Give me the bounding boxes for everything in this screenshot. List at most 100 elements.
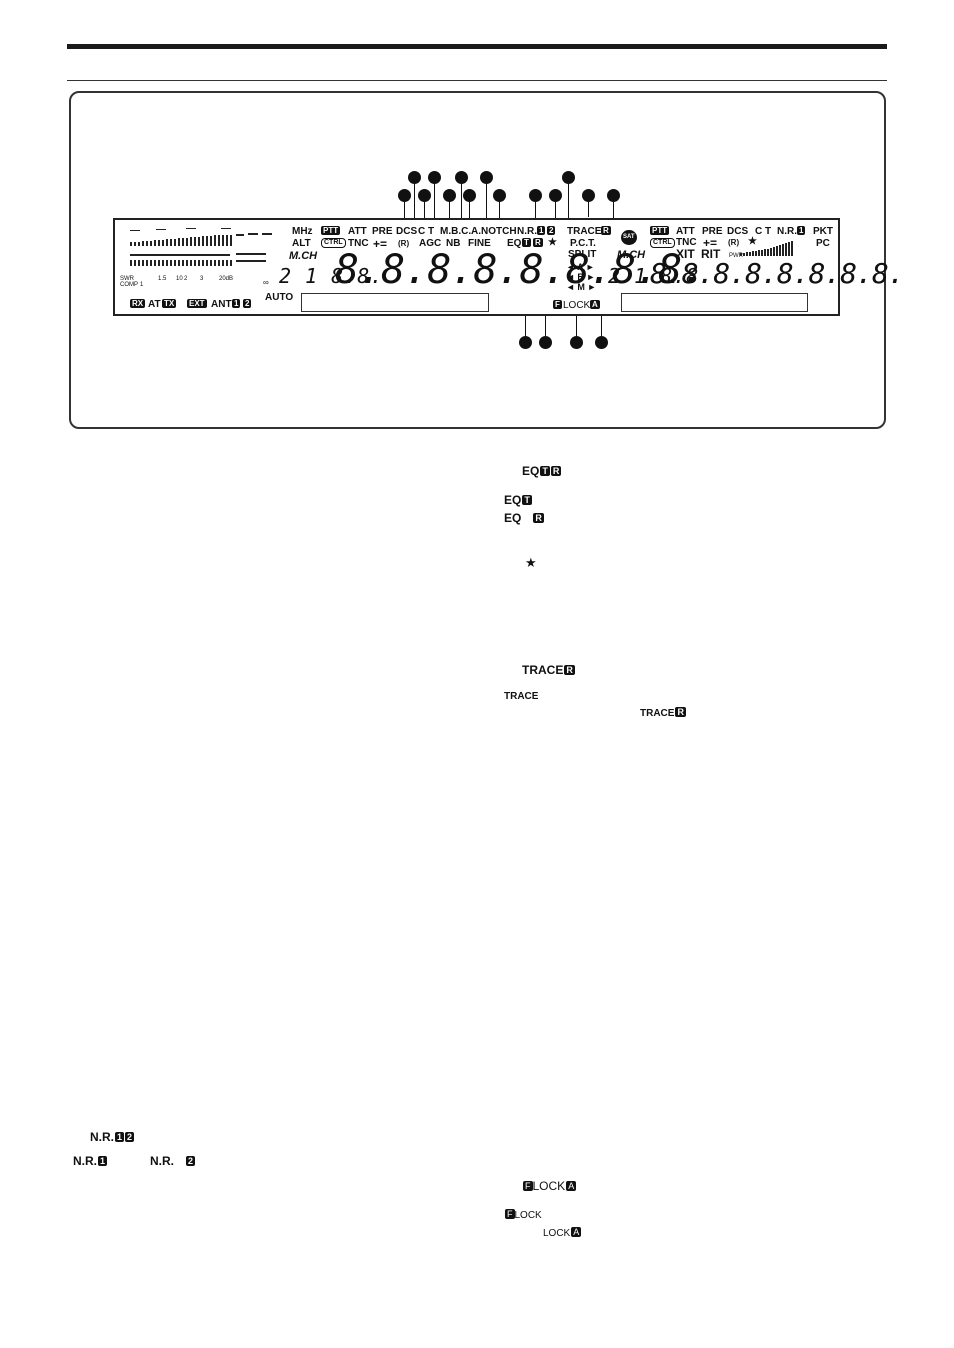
anotch-label: A.NOTCH	[471, 226, 517, 237]
sub-dcs-label: DCS	[727, 226, 749, 237]
sub-ctrl-badge: CTRL	[650, 238, 675, 248]
agc-label: AGC	[419, 238, 442, 249]
power-meter-bars	[740, 241, 793, 256]
sub-small-digits: 2 1 8.8.	[608, 264, 713, 288]
sub-text-window	[621, 293, 808, 312]
pc-label: PC	[816, 238, 830, 249]
meter-scale-20db: 20dB	[219, 276, 234, 282]
xit-label: XIT	[676, 247, 695, 261]
main-text-window	[301, 293, 489, 312]
sat-badge: SAT	[621, 230, 637, 245]
callout-dot	[408, 171, 421, 184]
nr2-text: N.R.2	[150, 1154, 196, 1168]
alt-label: ALT	[292, 238, 311, 249]
trace-r-badge: R	[601, 226, 611, 235]
fine-label: FINE	[468, 238, 491, 249]
eq-t-badge: T	[522, 238, 531, 247]
ant1-badge: 1	[232, 299, 241, 308]
sub-star-label: ★	[748, 236, 757, 247]
main-frequency-digits: 8.8.8.8.8.8.8.8.	[335, 247, 705, 293]
meter-scale-infinity: ∞	[263, 278, 269, 287]
callout-dot	[463, 189, 476, 202]
callout-dot	[595, 336, 608, 349]
ctrl-badge: CTRL	[321, 238, 346, 248]
callout-dot	[539, 336, 552, 349]
callout-dot	[443, 189, 456, 202]
pkt-label: PKT	[813, 226, 833, 237]
sub-ct-label: C T	[755, 226, 772, 237]
vfo-m-label: ◄ M ►	[566, 282, 597, 292]
callout-dot	[519, 336, 532, 349]
ptt-badge: PTT	[321, 226, 341, 235]
eq-r-badge: R	[533, 238, 543, 247]
header-rule-thin	[67, 80, 887, 81]
nr2-badge: 2	[547, 226, 556, 235]
split-label: SPLIT	[568, 249, 597, 260]
trace-plain: TRACE	[504, 691, 539, 702]
sub-ptt-badge: PTT	[650, 226, 670, 235]
pre-label: PRE	[372, 226, 393, 237]
nr1-text: N.R.1	[73, 1154, 108, 1168]
at-label: AT	[148, 299, 161, 310]
star-label: ★	[548, 237, 557, 248]
tx-badge: TX	[162, 299, 177, 308]
ant-label: ANT	[211, 299, 232, 310]
a-badge: A	[590, 300, 600, 309]
eq-label: EQ	[507, 238, 522, 249]
callout-dot	[549, 189, 562, 202]
sub-pre-label: PRE	[702, 226, 723, 237]
att-label: ATT	[348, 226, 367, 237]
figure-frame	[69, 91, 886, 429]
pct-label: P.C.T.	[570, 238, 596, 249]
meter-scale-3: 3	[200, 276, 204, 282]
plus-equal-label: +=	[373, 237, 388, 251]
comp-label: COMP	[120, 282, 138, 288]
sub-r-mark-label: (R)	[728, 238, 740, 247]
trace-label: TRACE	[567, 226, 602, 237]
main-small-digits: 2 1 8.8.	[279, 264, 384, 288]
meter-scale-1: 1	[140, 282, 144, 288]
sub-plus-equal-label: +=	[703, 236, 718, 250]
sub-frequency-digits: 8.8.8.8.8.8.8.8.	[650, 257, 905, 290]
lock-label: LOCK	[563, 300, 591, 311]
callout-dot	[428, 171, 441, 184]
ct-label: C T	[418, 226, 435, 237]
dcs-label: DCS	[396, 226, 418, 237]
callout-dot	[455, 171, 468, 184]
callout-dot	[493, 189, 506, 202]
ext-badge: EXT	[187, 299, 207, 308]
f-badge: F	[553, 300, 562, 309]
pwr-label: PWR	[729, 253, 743, 259]
sub-nr-label: N.R.	[777, 226, 797, 237]
sub-nr1-badge: 1	[797, 226, 806, 235]
main-mch-label: M.CH	[289, 250, 318, 262]
meter-scale-2: 2	[184, 276, 188, 282]
sub-att-label: ATT	[676, 226, 695, 237]
callout-dot	[607, 189, 620, 202]
r-mark-label: (R)	[398, 239, 410, 248]
tnc-label: TNC	[348, 238, 369, 249]
auto-label: AUTO	[265, 292, 294, 303]
callout-dot	[398, 189, 411, 202]
header-rule-thick	[67, 44, 887, 49]
meter-bars	[130, 228, 272, 266]
nr1-badge: 1	[537, 226, 546, 235]
mbc-label: M.B.C.	[440, 226, 472, 237]
meter-scale-10: 10	[176, 276, 183, 282]
ant2-badge: 2	[243, 299, 252, 308]
mhz-label: MHz	[292, 226, 313, 237]
meter-scale-1-5: 1.5	[158, 276, 167, 282]
swr-label: SWR	[120, 276, 134, 282]
star-icon: ★	[525, 555, 537, 570]
vfo-b-label: ◄ B ►	[566, 272, 596, 282]
callout-dot	[529, 189, 542, 202]
rit-label: RIT	[701, 247, 721, 261]
callout-dot	[562, 171, 575, 184]
